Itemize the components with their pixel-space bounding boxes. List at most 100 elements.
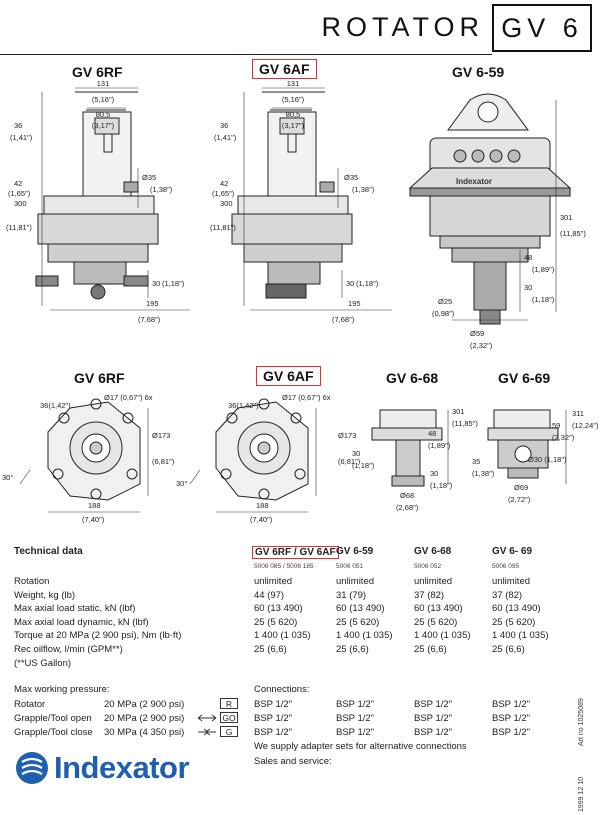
connection-cell: BSP 1/2"	[336, 699, 375, 710]
partno-gv668: 5006 052	[414, 563, 442, 570]
tech-row-value: 25 (5 620)	[492, 616, 536, 628]
dim-hole36-af: 36(1,42")	[228, 401, 259, 410]
tech-row-value: 25 (6,6)	[254, 643, 287, 655]
pressure-label-rotator: Rotator	[14, 699, 46, 710]
pressure-label-close: Grapple/Tool close	[14, 727, 93, 738]
dim-131-in-rf: (5,16")	[92, 95, 115, 104]
dim-300-in-rf: (11,81")	[6, 223, 32, 232]
col-header-gv659: GV 6-59	[336, 546, 374, 557]
model-label-gv6af-bottom: GV 6AF	[256, 366, 321, 386]
dim-173-af: Ø173	[338, 431, 356, 440]
gv659-view	[408, 93, 572, 325]
tag-go: GO	[220, 712, 238, 723]
dim-68-68: Ø68	[400, 491, 414, 500]
dim-301-68: 301	[452, 407, 465, 416]
pressure-value-close: 30 MPa (4 350 psi)	[104, 727, 185, 738]
adapter-note: We supply adapter sets for alternative c…	[254, 741, 467, 752]
dim-173-in-af: (6,81")	[338, 457, 361, 466]
pressure-value-rotator: 20 MPa (2 900 psi)	[104, 699, 185, 710]
dim-42-in-af: (1,65")	[212, 189, 235, 198]
tech-row-value: 25 (5 620)	[336, 616, 380, 628]
dim-59-in-59: (2,32")	[470, 341, 493, 350]
technical-data-table: Technical data GV 6RF / GV 6AF GV 6-59 G…	[14, 546, 594, 676]
pressure-heading: Max working pressure:	[14, 684, 110, 695]
top-dimension-lines	[41, 87, 557, 321]
gv659-plate: Indexator	[456, 177, 492, 186]
technical-heading: Technical data	[14, 546, 83, 557]
dim-30-59: 30	[524, 283, 532, 292]
tech-row-value: 25 (6,6)	[336, 643, 369, 655]
dim-195-rf: 195	[146, 299, 159, 308]
dim-805-rf: 80,5	[96, 110, 111, 119]
dim-68-in-68: (2,68")	[396, 503, 419, 512]
dim-36-af: 36	[220, 121, 228, 130]
tech-row-value: 60 (13 490)	[492, 603, 541, 614]
tech-row-value: 31 (79)	[336, 589, 367, 601]
tech-row-value: 60 (13 490)	[414, 603, 463, 614]
header-model-box: GV 6	[492, 4, 592, 52]
art-number: Art no 1025089	[578, 698, 585, 746]
dim-131-in-af: (5,16")	[282, 95, 305, 104]
dim-ang30-rf: 30°	[2, 473, 13, 482]
dim-59-69: 59	[552, 421, 560, 430]
dim-195-in-af: (7,68")	[332, 315, 355, 324]
connection-cell: BSP 1/2"	[414, 727, 453, 738]
dim-hole17-rf: Ø17 (0,67") 6x	[104, 393, 153, 402]
gv6rf-side-view	[35, 91, 159, 300]
dim-hole17-af: Ø17 (0,67") 6x	[282, 393, 331, 402]
model-label-gv6rf-top: GV 6RF	[72, 64, 123, 80]
dim-48-59: 48	[524, 253, 532, 262]
top-drawings: Indexator 131 (5,16") 80,5 (3,17") 36 (1…	[6, 80, 586, 350]
dim-42-in-rf: (1,65")	[8, 189, 31, 198]
dim-131-af: 131	[287, 80, 300, 88]
tech-row-value: 37 (82)	[492, 589, 523, 601]
tech-row-value: 25 (6,6)	[492, 643, 525, 655]
connection-cell: BSP 1/2"	[336, 727, 375, 738]
tech-row-value: 1 400 (1 035)	[254, 630, 311, 641]
dim-30-in-59: (1,18")	[532, 295, 555, 304]
dim-25-59: Ø25	[438, 297, 452, 306]
bottom-drawings: 36(1,42") Ø17 (0,67") 6x Ø173 (6,81") 30…	[2, 393, 599, 524]
dim-35-rf: Ø35	[142, 173, 156, 182]
tech-row-label: Max axial load dynamic, kN (lbf)	[14, 616, 149, 628]
tech-row-value: 25 (5 620)	[254, 616, 298, 628]
dim-35-af: Ø35	[344, 173, 358, 182]
technical-footnote: (**US Gallon)	[14, 658, 72, 669]
tech-row-value: unlimited	[254, 576, 293, 587]
dim-131-rf: 131	[97, 80, 110, 88]
tech-row-value: 60 (13 490)	[254, 603, 303, 614]
tech-row-value: unlimited	[492, 576, 531, 587]
dim-195-in-rf: (7,68")	[138, 315, 161, 324]
tech-row-label: Max axial load static, kN (lbf)	[14, 603, 136, 614]
pressure-section: Max working pressure: Connections: Rotat…	[14, 684, 594, 754]
indexator-logo: Indexator	[14, 750, 190, 786]
model-label-gv659: GV 6-59	[452, 64, 505, 80]
dim-48-68: 48	[428, 429, 436, 438]
dim-hole36-rf: 36(1,42")	[40, 401, 71, 410]
connection-cell: BSP 1/2"	[414, 713, 453, 724]
model-label-gv6af-top: GV 6AF	[252, 59, 317, 79]
tech-row-value: 1 400 (1 035)	[414, 630, 471, 641]
dim-805-in-af: (3,17")	[282, 121, 305, 130]
tech-row-value: unlimited	[414, 576, 453, 587]
tag-g: G	[220, 726, 238, 737]
dim-30b-in-68: (1,18")	[430, 481, 453, 490]
dim-311-69: 311	[572, 409, 584, 418]
dim-30-68: 30	[352, 449, 360, 458]
model-label-gv669: GV 6-69	[498, 370, 551, 386]
gv668-view	[371, 409, 443, 487]
dim-300-in-af: (11,81")	[210, 223, 236, 232]
dim-35-69: 35	[472, 457, 480, 466]
col-header-gv669: GV 6- 69	[492, 546, 533, 557]
dim-30b-68: 30	[430, 469, 438, 478]
connection-cell: BSP 1/2"	[254, 699, 293, 710]
dim-69-in-69: (2,72")	[508, 495, 531, 504]
print-date: 1999 12 10	[578, 776, 585, 812]
dim-300-rf: 300	[14, 199, 27, 208]
tech-row-value: 25 (6,6)	[414, 643, 447, 655]
dim-ang30-af: 30°	[176, 479, 187, 488]
col-header-gv668: GV 6-68	[414, 546, 452, 557]
dim-188-in-af: (7,40")	[250, 515, 273, 524]
dim-59-in-69: (2,32")	[552, 433, 575, 442]
header-rule	[0, 54, 492, 55]
